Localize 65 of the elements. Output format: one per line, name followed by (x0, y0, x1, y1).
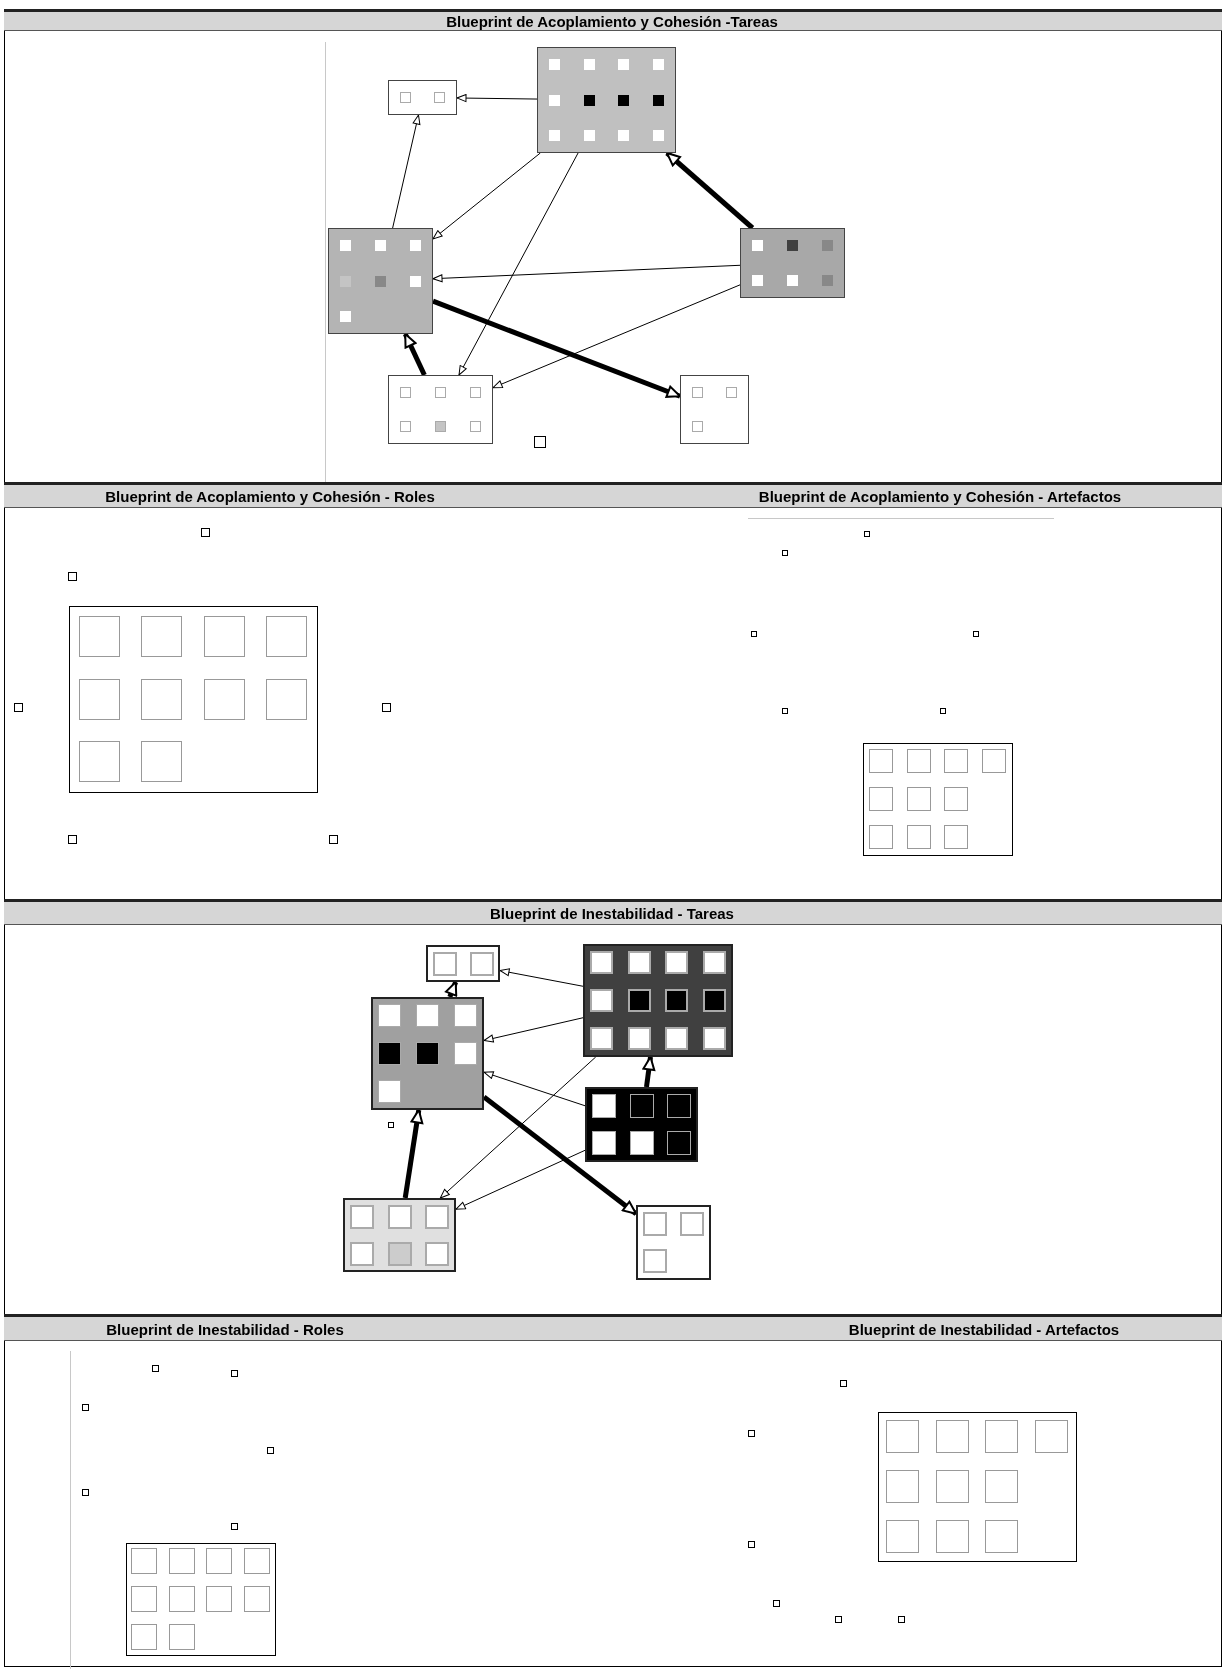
small-box (782, 550, 788, 556)
grid-box (388, 80, 457, 115)
small-box (388, 1122, 394, 1128)
arrow (439, 1056, 597, 1199)
arrow (456, 94, 538, 103)
section-title: Blueprint de Inestabilidad - Tareas (490, 904, 734, 922)
section-title: Blueprint de Acoplamiento y Cohesión - Artefactos (758, 487, 1122, 505)
grid-box (426, 945, 500, 982)
arrow (483, 1017, 584, 1043)
small-box (751, 631, 757, 637)
grid-box (636, 1205, 711, 1280)
small-box (773, 1600, 780, 1607)
small-box (14, 703, 23, 712)
small-box (231, 1370, 238, 1377)
small-box (835, 1616, 842, 1623)
grid-box (126, 1543, 276, 1656)
small-box (329, 835, 338, 844)
small-box (82, 1489, 89, 1496)
small-box (534, 436, 546, 448)
grid-box (537, 47, 676, 153)
grid-box (878, 1412, 1077, 1562)
grid-box (583, 944, 733, 1057)
small-box (940, 708, 946, 714)
arrow (492, 284, 741, 389)
small-box (152, 1365, 159, 1372)
small-box (201, 528, 210, 537)
arrow (432, 298, 681, 399)
grid-box (371, 997, 484, 1110)
small-box (231, 1523, 238, 1530)
grid-box (680, 375, 749, 444)
arrow (432, 152, 541, 240)
arrow (392, 114, 421, 229)
arrow (665, 151, 755, 230)
small-box (782, 708, 788, 714)
small-box (898, 1616, 905, 1623)
arrow (403, 332, 427, 377)
small-box (68, 835, 77, 844)
small-box (748, 1430, 755, 1437)
arrow (402, 1109, 424, 1199)
small-box (748, 1541, 755, 1548)
section-title: Blueprint de Inestabilidad - Artefactos (848, 1320, 1120, 1337)
section-title: Blueprint de Inestabilidad - Roles (106, 1320, 344, 1337)
arrow (445, 981, 459, 998)
small-box (840, 1380, 847, 1387)
grid-box (388, 375, 493, 444)
grid-box (69, 606, 318, 793)
arrow (458, 152, 579, 376)
small-box (82, 1404, 89, 1411)
small-box (973, 631, 979, 637)
section-title: Blueprint de Acoplamiento y Cohesión - Roles (105, 487, 435, 505)
arrow (499, 968, 584, 987)
arrow (432, 264, 741, 283)
grid-box (585, 1087, 698, 1162)
grid-box (863, 743, 1013, 856)
grid-box (740, 228, 845, 298)
arrow (483, 1071, 586, 1107)
small-box (382, 703, 391, 712)
small-box (267, 1447, 274, 1454)
small-box (68, 572, 77, 581)
grid-box (328, 228, 433, 334)
small-box (864, 531, 870, 537)
grid-box (343, 1198, 456, 1272)
arrow (642, 1056, 656, 1088)
section-title: Blueprint de Acoplamiento y Cohesión -Tareas (446, 12, 778, 30)
arrow (455, 1149, 586, 1210)
